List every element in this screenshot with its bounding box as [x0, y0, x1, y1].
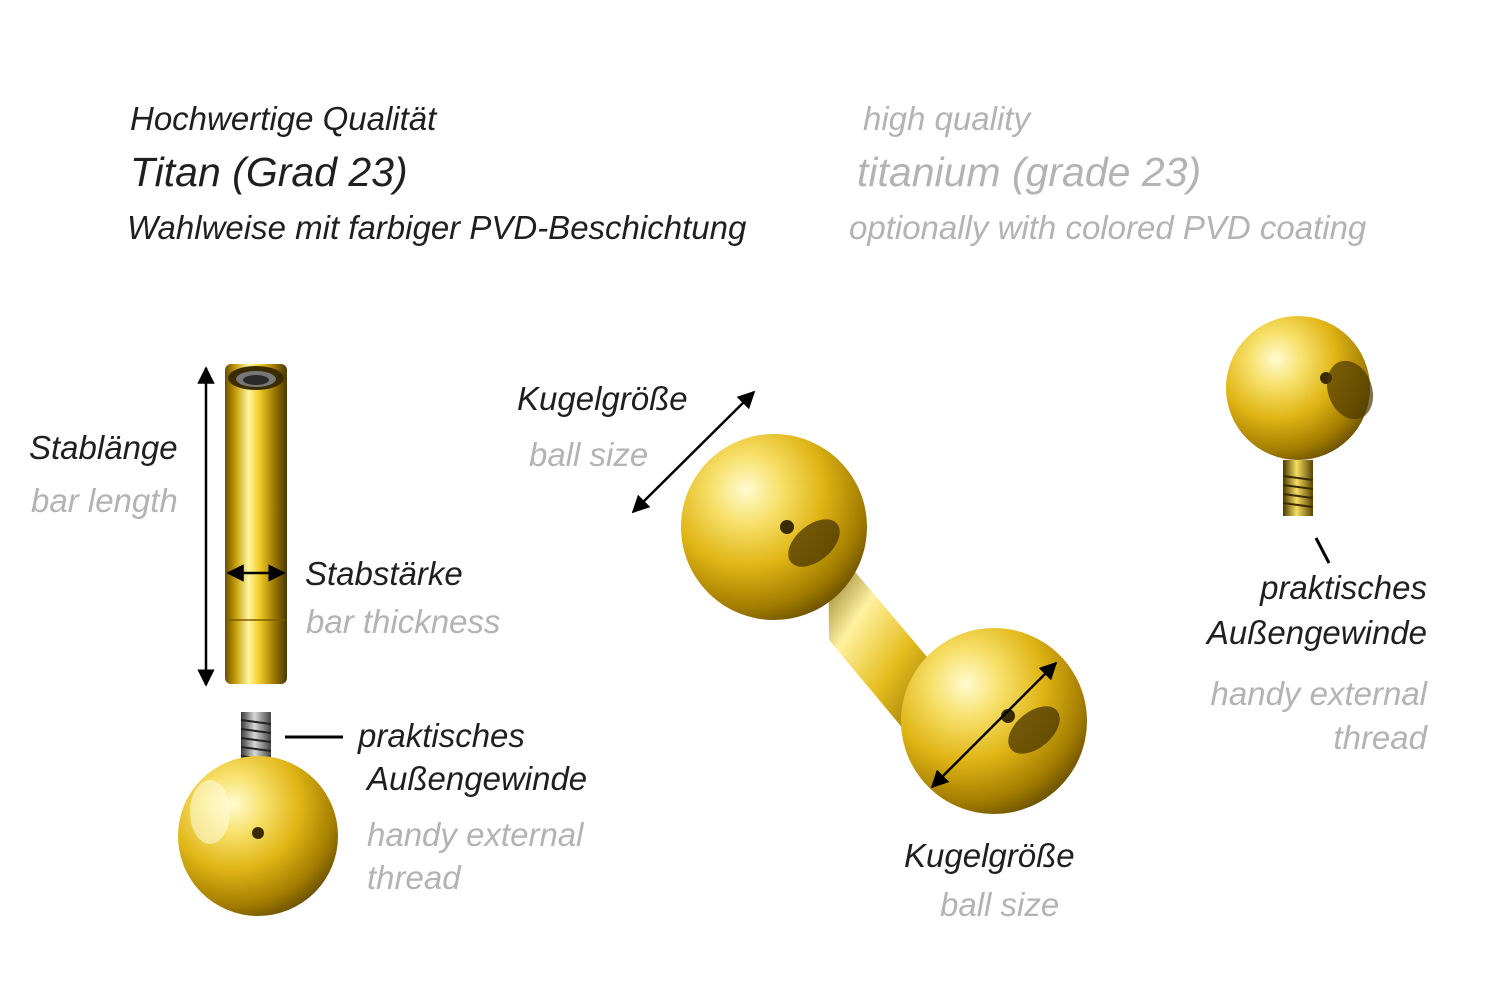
- thread-left-label-en-1: handy external: [367, 816, 584, 853]
- thread-right-label-de-2: Außengewinde: [1206, 614, 1427, 651]
- header-de-quality: Hochwertige Qualität: [130, 100, 437, 137]
- thread-left-label-de-2: Außengewinde: [367, 760, 588, 797]
- barbell-component: [681, 434, 1087, 814]
- header-en-quality: high quality: [863, 100, 1030, 137]
- thread-left-label-de-1: praktisches: [358, 717, 525, 754]
- thread-right-pointer: [1314, 537, 1331, 564]
- bar-length-label-de: Stablänge: [29, 429, 178, 466]
- bar-thickness-label-en: bar thickness: [306, 603, 501, 640]
- bar-length-label-en: bar length: [31, 482, 178, 519]
- bar-thickness-label-de: Stabstärke: [305, 555, 463, 592]
- ball-size-bottom-arrow: [930, 661, 1058, 789]
- header-de-material: Titan (Grad 23): [130, 149, 408, 195]
- ball-size-bottom-label-de: Kugelgröße: [904, 837, 1075, 874]
- thread-right-label-en-2: thread: [1333, 719, 1427, 756]
- thread-right-label-en-1: handy external: [1210, 675, 1427, 712]
- header-en-material: titanium (grade 23): [857, 149, 1202, 195]
- thread-right-label-de-1: praktisches: [1260, 569, 1427, 606]
- ball-size-top-label-de: Kugelgröße: [517, 380, 688, 417]
- ball-size-top-arrow: [631, 390, 756, 514]
- left-ball-component: [178, 712, 338, 916]
- bar-component: [225, 364, 287, 684]
- header-de-coating: Wahlweise mit farbiger PVD-Beschichtung: [127, 209, 747, 246]
- right-ball-component: [1226, 316, 1374, 516]
- ball-size-bottom-label-en: ball size: [940, 886, 1060, 923]
- ball-size-top-label-en: ball size: [529, 436, 649, 473]
- header-en-coating: optionally with colored PVD coating: [849, 209, 1367, 246]
- thread-left-label-en-2: thread: [367, 859, 461, 896]
